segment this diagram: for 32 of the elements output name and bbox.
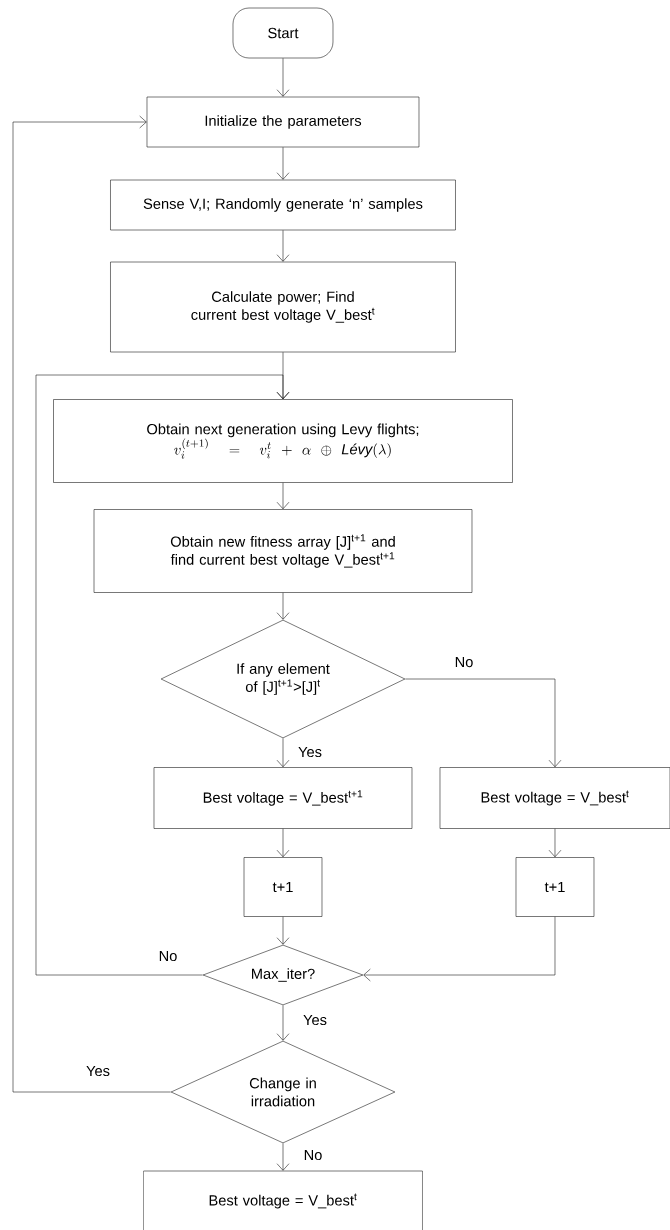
arrow (548, 828, 562, 858)
arrow (276, 1143, 290, 1171)
process-box: Obtain new fitness array [J]$^{t+1}$ and find current best voltage V_best$^{t+1}$ (93, 509, 473, 593)
process-box: Initialize the parameters (146, 96, 420, 148)
edge-label: Yes (296, 745, 324, 759)
edge-label: No (157, 949, 179, 963)
arrow (276, 482, 290, 510)
arrow (276, 147, 290, 180)
arrow (276, 592, 290, 620)
edge-label: Yes (84, 1064, 112, 1078)
arrow (276, 230, 290, 262)
arrow (276, 828, 290, 858)
arrow (276, 738, 290, 768)
process-box: Calculate power; Find current best voltage V_best$^{t}$ (110, 261, 456, 353)
arrow (35, 374, 290, 976)
terminal-box: Start (232, 7, 334, 59)
process-box: Best voltage = V_best$^{t}$ (143, 1170, 423, 1230)
edge-label: Yes (301, 1013, 329, 1027)
arrow (276, 58, 290, 97)
process-box: t+1 (515, 857, 595, 917)
arrow (405, 678, 562, 768)
process-box: Sense V,I; Randomly generate ‘n’ samples (110, 179, 456, 231)
process-box: Best voltage = V_best$^{t}$ (439, 767, 670, 829)
arrow (276, 916, 290, 945)
process-box: Best voltage = V_best$^{t+1}$ (153, 767, 413, 829)
edge-label: No (302, 1148, 324, 1162)
arrow (363, 916, 556, 982)
process-box: t+1 (243, 857, 323, 917)
process-box: Obtain next generation using Levy flights; $v_i^{(t+1)} = v_i^{t} + \alpha \oplus \textit{Lévy}(\lambda)$ (53, 399, 513, 483)
arrow (276, 1005, 290, 1041)
edge-label: No (453, 655, 475, 669)
arrow (12, 115, 171, 1093)
